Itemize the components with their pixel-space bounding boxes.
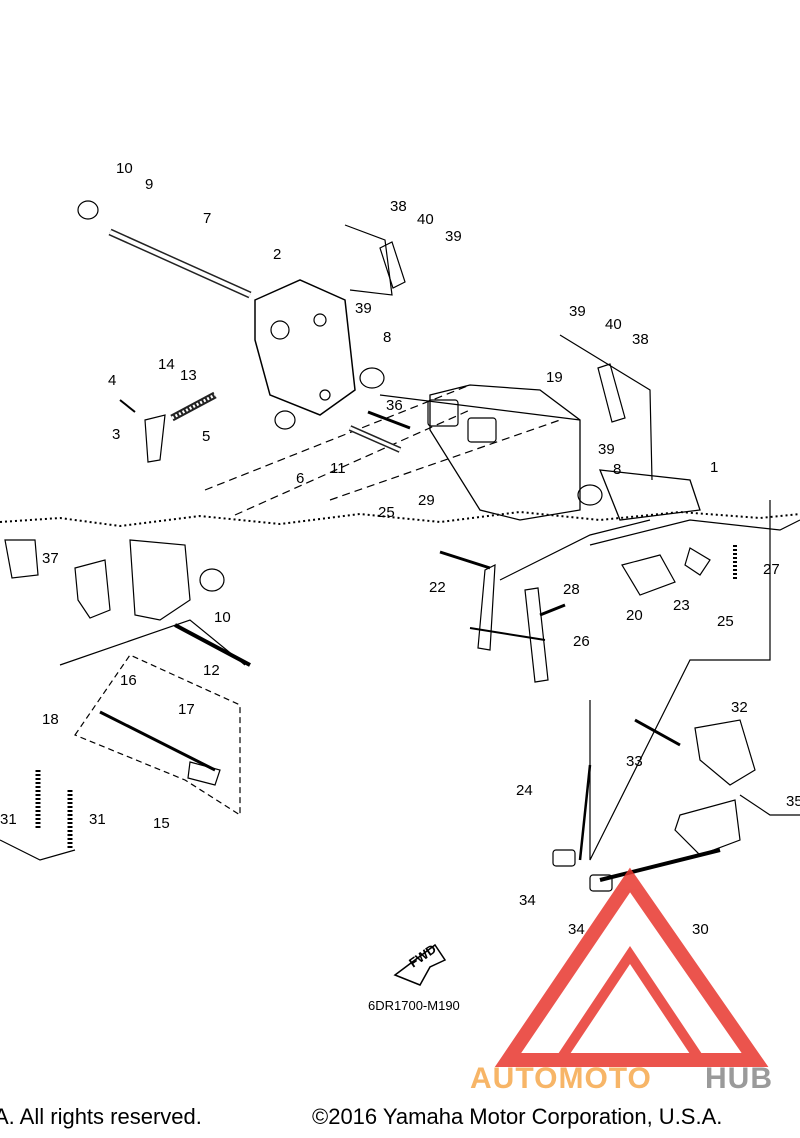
callout-14: 14 (158, 356, 175, 373)
callout-13: 13 (180, 367, 197, 384)
callout-11: 11 (330, 460, 346, 477)
callout-7: 7 (203, 210, 211, 227)
watermark-logo (494, 867, 769, 1067)
callout-22: 22 (429, 579, 446, 596)
callout-34: 34 (519, 892, 536, 909)
callout-38: 38 (632, 331, 649, 348)
callout-34: 34 (568, 921, 585, 938)
footer-rights: A. All rights reserved. (0, 1104, 202, 1129)
callout-3: 3 (112, 426, 120, 443)
callout-19: 19 (546, 369, 563, 386)
watermark-text-a: AUTOMOTO (470, 1062, 652, 1095)
callout-30: 30 (692, 921, 709, 938)
callout-25: 25 (378, 504, 395, 521)
callout-27: 27 (763, 561, 780, 578)
callout-1: 1 (710, 459, 718, 476)
callout-18: 18 (42, 711, 59, 728)
drawing-code: 6DR1700-M190 (368, 998, 460, 1013)
callout-31: 31 (89, 811, 106, 828)
callout-5: 5 (202, 428, 210, 445)
callout-28: 28 (563, 581, 580, 598)
callout-40: 40 (605, 316, 622, 333)
callout-23: 23 (673, 597, 690, 614)
callout-39: 39 (445, 228, 462, 245)
footer-copyright: ©2016 Yamaha Motor Corporation, U.S.A. (312, 1104, 723, 1129)
callout-2: 2 (273, 246, 281, 263)
callout-35: 35 (786, 793, 800, 810)
callout-9: 9 (145, 176, 153, 193)
callout-39: 39 (598, 441, 615, 458)
callout-36: 36 (386, 397, 403, 414)
callout-25: 25 (717, 613, 734, 630)
callout-15: 15 (153, 815, 170, 832)
callout-20: 20 (626, 607, 643, 624)
callout-16: 16 (120, 672, 137, 689)
callout-33: 33 (626, 753, 643, 770)
callout-31: 31 (0, 811, 17, 828)
callout-39: 39 (569, 303, 586, 320)
callout-29: 29 (418, 492, 435, 509)
callout-4: 4 (108, 372, 116, 389)
callout-8: 8 (383, 329, 391, 346)
callout-38: 38 (390, 198, 407, 215)
callout-8: 8 (613, 461, 621, 478)
callout-40: 40 (417, 211, 434, 228)
callout-39: 39 (355, 300, 372, 317)
callout-26: 26 (573, 633, 590, 650)
callout-17: 17 (178, 701, 195, 718)
callout-24: 24 (516, 782, 533, 799)
callout-6: 6 (296, 470, 304, 487)
callout-12: 12 (203, 662, 220, 679)
watermark-text-b: HUB (705, 1062, 773, 1095)
callout-32: 32 (731, 699, 748, 716)
callout-37: 37 (42, 550, 59, 567)
callout-10: 10 (116, 160, 133, 177)
callout-10: 10 (214, 609, 231, 626)
